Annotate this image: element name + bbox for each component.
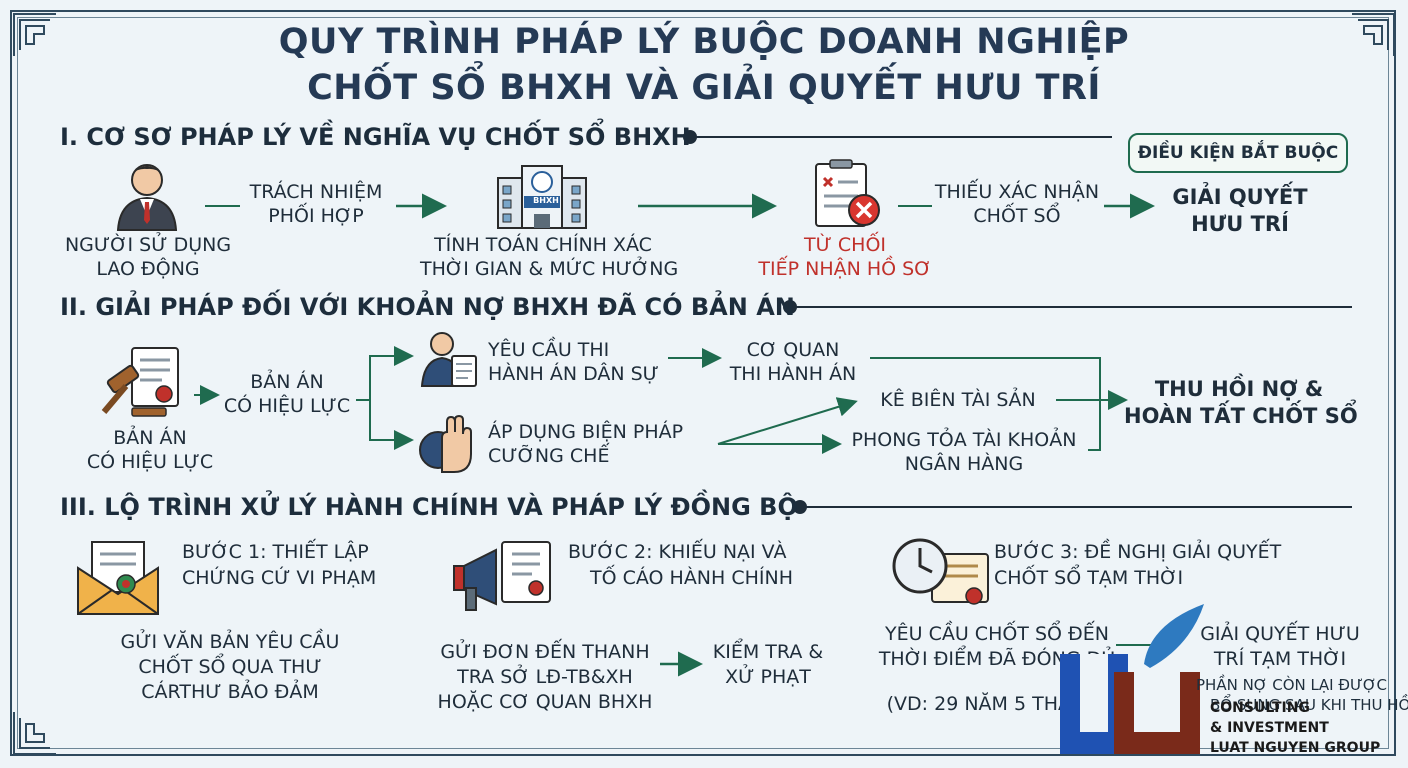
step3-detail-2: THỜI ĐIỂM ĐÃ ĐÓNG ĐỦ	[878, 648, 1116, 670]
step3-note-2: BỔ SUNG SAU KHI THU HỒI	[1210, 696, 1408, 714]
step1-detail-2: CHỐT SỔ QUA THƯ	[138, 656, 322, 678]
logo-line1: CONSULTING	[1210, 700, 1310, 716]
step3-example: (VD: 29 NĂM 5 THÁNG)	[886, 693, 1108, 715]
luat-nguyen-logo-icon	[1060, 604, 1204, 754]
section1-heading: I. CƠ SƠ PHÁP LÝ VỀ NGHĨA VỤ CHỐT SỔ BHX…	[60, 123, 691, 151]
step1-detail-1: GỬI VĂN BẢN YÊU CẦU	[120, 631, 340, 653]
missing-label-1: THIẾU XÁC NHẬN	[934, 181, 1100, 203]
inner-frame	[17, 17, 1389, 749]
employer-label-1: NGƯỜI SỬ DỤNG	[64, 234, 232, 256]
seize-label: KÊ BIÊN TÀI SẢN	[880, 389, 1036, 411]
missing-label-2: CHỐT SỔ	[973, 205, 1061, 227]
judgment-icon-label-1: BẢN ÁN	[113, 427, 187, 449]
step3-result-1: GIẢI QUYẾT HƯU	[1200, 623, 1360, 645]
step1-detail-3: CÁRTHƯ BẢO ĐẢM	[141, 681, 319, 703]
judgment-icon-label-2: CÓ HIỆU LỰC	[86, 451, 214, 473]
step2-detail-1: GỬI ĐƠN ĐẾN THANH	[440, 641, 650, 663]
megaphone-complaint-icon	[453, 541, 551, 611]
step3-note-1: PHẦN NỢ CÒN LẠI ĐƯỢC	[1196, 676, 1388, 694]
rejected-document-icon	[815, 159, 880, 227]
agency-label-2: THI HÀNH ÁN	[729, 363, 857, 385]
civil-enforcement-person-icon	[420, 332, 477, 387]
duty-label-2: PHỐI HỢP	[268, 205, 364, 227]
clock-certificate-icon	[892, 538, 989, 605]
step2-result-2: XỬ PHẠT	[725, 666, 811, 688]
reject-label-1: TỪ CHỐI	[803, 234, 887, 256]
civil-label-2: HÀNH ÁN DÂN SỰ	[488, 363, 659, 385]
reject-label-2: TIẾP NHẬN HỒ SƠ	[758, 258, 932, 280]
duty-label-1: TRÁCH NHIỆM	[249, 181, 383, 203]
step2-label-1: BƯỚC 2: KHIẾU NẠI VÀ	[568, 541, 787, 563]
employer-label-2: LAO ĐỘNG	[96, 258, 200, 280]
judgment-gavel-icon	[101, 347, 179, 417]
employer-person-icon	[116, 164, 178, 231]
enforce-label-1: ÁP DỤNG BIỆN PHÁP	[488, 421, 684, 443]
step3-detail-1: YÊU CẦU CHỐT SỔ ĐẾN	[885, 623, 1109, 645]
logo-line2: & INVESTMENT	[1210, 720, 1329, 736]
outer-frame	[10, 10, 1396, 756]
bhxh-office-building-icon	[497, 165, 587, 229]
retire-label-2: HƯU TRÍ	[1191, 212, 1289, 236]
step3-label-1: BƯỚC 3: ĐỀ NGHỊ GIẢI QUYẾT	[994, 541, 1282, 563]
bhxh-sign-text: BHXH	[533, 196, 559, 205]
step1-label-1: BƯỚC 1: THIẾT LẬP	[182, 541, 369, 563]
step3-result-2: TRÍ TẠM THỜI	[1213, 648, 1347, 670]
calc-label-2: THỜI GIAN & MỨC HƯỞNG	[420, 258, 679, 280]
freeze-label-1: PHONG TỎA TÀI KHOẢN	[851, 429, 1077, 451]
page-title-line2: CHỐT SỔ BHXH VÀ GIẢI QUYẾT HƯU TRÍ	[307, 68, 1101, 108]
agency-label-1: CƠ QUAN	[746, 339, 840, 361]
recover-label-1: THU HỒI NỢ &	[1154, 377, 1324, 401]
page-title-line1: QUY TRÌNH PHÁP LÝ BUỘC DOANH NGHIỆP	[278, 22, 1130, 62]
section2-heading: II. GIẢI PHÁP ĐỐI VỚI KHOẢN NỢ BHXH ĐÃ C…	[60, 293, 795, 321]
judgment-label-2: CÓ HIỆU LỰC	[223, 395, 351, 417]
section3-heading: III. LỘ TRÌNH XỬ LÝ HÀNH CHÍNH VÀ PHÁP L…	[60, 493, 798, 521]
coercion-stop-hand-icon	[419, 414, 472, 473]
corner-ornament-icon	[1352, 13, 1395, 56]
freeze-label-2: NGÂN HÀNG	[904, 453, 1024, 475]
step2-label-2: TỐ CÁO HÀNH CHÍNH	[590, 567, 794, 589]
recover-label-2: HOÀN TẤT CHỐT SỔ	[1124, 404, 1358, 428]
mandatory-condition-badge: ĐIỀU KIỆN BẮT BUỘC	[1128, 133, 1348, 173]
calc-label-1: TÍNH TOÁN CHÍNH XÁC	[434, 234, 652, 256]
retire-label-1: GIẢI QUYẾT	[1172, 185, 1308, 209]
enforce-label-2: CƯỠNG CHẾ	[488, 445, 610, 467]
step2-result-1: KIỂM TRA &	[712, 641, 824, 663]
judgment-label-1: BẢN ÁN	[250, 371, 324, 393]
corner-ornament-icon	[13, 712, 56, 755]
step2-detail-3: HOẶC CƠ QUAN BHXH	[437, 691, 653, 713]
step2-detail-2: TRA SỞ LĐ-TB&XH	[457, 666, 633, 688]
logo-line3: LUAT NGUYEN GROUP	[1210, 740, 1381, 756]
step1-label-2: CHỨNG CỨ VI PHẠM	[182, 567, 377, 589]
corner-ornament-icon	[13, 13, 56, 56]
civil-label-1: YÊU CẦU THI	[488, 339, 610, 361]
step3-label-2: CHỐT SỔ TẠM THỜI	[994, 567, 1184, 589]
envelope-letter-icon	[77, 541, 159, 615]
